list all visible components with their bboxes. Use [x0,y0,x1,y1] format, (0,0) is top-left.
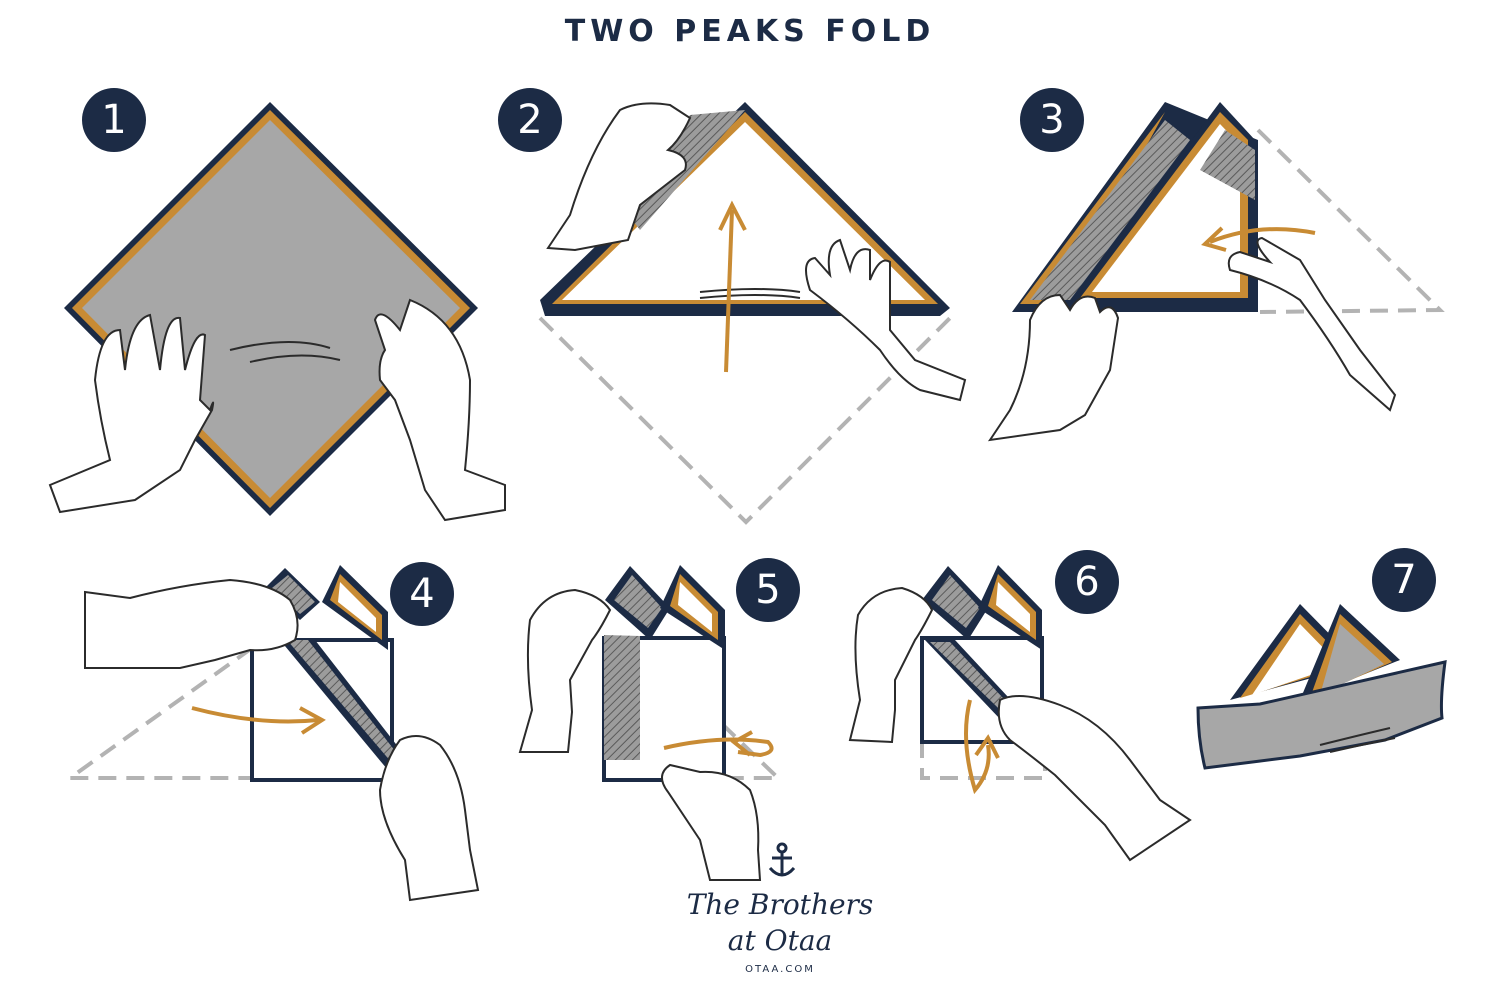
logo-line-2: at Otaa [727,924,833,957]
step-6-illustration [848,565,1192,862]
step-1-illustration [48,102,506,522]
step-badge-7: 7 [1372,548,1436,612]
step-badge-1: 1 [82,88,146,152]
logo-line-1: The Brothers [686,888,874,921]
step-badge-5: 5 [736,558,800,622]
page-title: TWO PEAKS FOLD [564,14,936,49]
step-5-illustration [518,565,783,881]
step-7-illustration [1196,604,1447,770]
step-4-illustration [63,565,480,902]
logo-url: OTAA.COM [745,964,815,975]
step-2-illustration [538,102,967,525]
step-3-illustration [987,102,1445,442]
step-badge-4: 4 [390,562,454,626]
step-badge-3: 3 [1020,88,1084,152]
step-badge-6: 6 [1055,550,1119,614]
anchor-icon [768,842,796,877]
step-badge-2: 2 [498,88,562,152]
